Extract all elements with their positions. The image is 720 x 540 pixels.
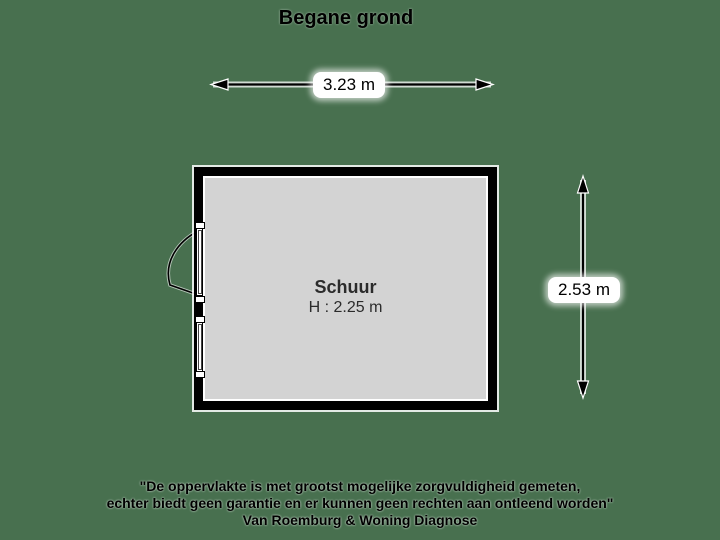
door-panel bbox=[196, 228, 203, 296]
disclaimer-line-1: "De oppervlakte is met grootst mogelijke… bbox=[139, 478, 581, 494]
footer-disclaimer: "De oppervlakte is met grootst mogelijke… bbox=[0, 478, 720, 529]
window-glass bbox=[196, 322, 203, 372]
window-jamb-bottom bbox=[194, 371, 205, 378]
room-floor bbox=[205, 178, 486, 399]
door-jamb-bottom bbox=[194, 296, 205, 303]
room-name-label: Schuur bbox=[314, 277, 377, 297]
room-walls: Schuur H : 2.25 m bbox=[194, 167, 497, 410]
room-ceiling-height-label: H : 2.25 m bbox=[308, 299, 383, 316]
disclaimer-line-2: echter biedt geen garantie en er kunnen … bbox=[106, 495, 614, 511]
height-dimension-label: 2.53 m bbox=[548, 277, 620, 303]
width-dimension-label: 3.23 m bbox=[313, 72, 385, 98]
page-title: Begane grond bbox=[278, 7, 414, 29]
company-name: Van Roemburg & Woning Diagnose bbox=[242, 512, 478, 528]
door-swing-arc-icon bbox=[166, 229, 203, 298]
